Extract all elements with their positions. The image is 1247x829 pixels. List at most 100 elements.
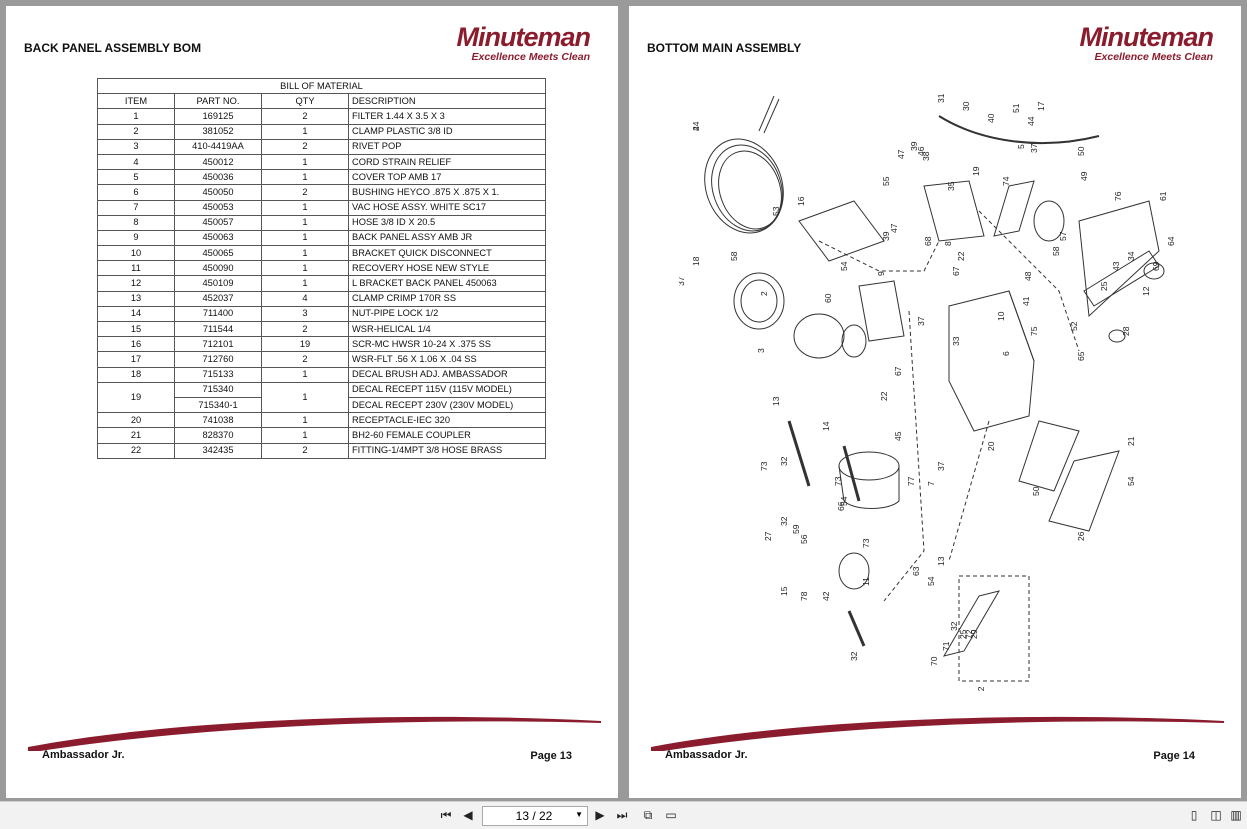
callout-label: 47 xyxy=(896,149,906,159)
cell-part-no: 711400 xyxy=(174,305,262,323)
cell-qty: 2 xyxy=(261,442,349,459)
callout-label: 32 xyxy=(849,651,859,661)
cell-part-no: 711544 xyxy=(174,320,262,338)
book-view-icon[interactable]: ▥ xyxy=(1230,808,1242,822)
cell-qty: 1 xyxy=(261,427,349,444)
callout-label: 37 xyxy=(936,461,946,471)
cell-part-no: 715340 xyxy=(174,381,262,398)
callout-label: 51 xyxy=(1011,103,1021,113)
cell-description: WSR-HELICAL 1/4 xyxy=(348,320,546,338)
footer-model: Ambassador Jr. xyxy=(42,749,125,761)
footer-page-number: Page 13 xyxy=(530,750,572,762)
cell-description: VAC HOSE ASSY. WHITE SC17 xyxy=(348,199,546,216)
cell-part-no: 450036 xyxy=(174,169,262,186)
cell-description: WSR-FLT .56 X 1.06 X .04 SS xyxy=(348,351,546,368)
callout-label: 72 xyxy=(964,629,974,639)
copy-icon[interactable]: ⧉ xyxy=(643,808,653,822)
cell-item: 21 xyxy=(97,427,175,444)
cell-item: 14 xyxy=(97,305,175,323)
page-title: BACK PANEL ASSEMBLY BOM xyxy=(24,41,202,55)
callout-label: 53 xyxy=(771,206,781,216)
callout-label: 58 xyxy=(1051,246,1061,256)
footer-swoosh xyxy=(28,716,601,751)
cell-part-no: 741038 xyxy=(174,412,262,429)
callout-label: 61 xyxy=(1158,191,1168,201)
callout-label: 69 xyxy=(1151,261,1161,271)
cell-part-no: 450090 xyxy=(174,260,262,277)
callout-label: 39 xyxy=(909,141,919,151)
callout-label: 8 xyxy=(943,241,953,246)
bill-of-material-table: BILL OF MATERIAL ITEM PART NO. QTY DESCR… xyxy=(97,77,546,459)
callout-label: 49 xyxy=(1079,171,1089,181)
callout-label: 50 xyxy=(1031,486,1041,496)
cell-qty: 1 xyxy=(261,153,349,171)
cell-qty: 1 xyxy=(261,229,349,247)
cell-qty: 4 xyxy=(261,290,349,307)
cell-item: 4 xyxy=(97,153,175,171)
cell-item: 6 xyxy=(97,184,175,201)
double-page-icon[interactable]: ◫ xyxy=(1210,808,1222,822)
cell-qty: 2 xyxy=(261,320,349,338)
cell-part-no: 715340-1 xyxy=(174,396,262,414)
single-page-icon[interactable]: ▯ xyxy=(1190,808,1198,822)
cell-part-no: 712760 xyxy=(174,351,262,368)
cell-part-no: 450065 xyxy=(174,245,262,262)
callout-label: 32 xyxy=(949,621,959,631)
cell-description: L BRACKET BACK PANEL 450063 xyxy=(348,275,546,292)
callout-label: 24 xyxy=(691,121,701,131)
callout-label: 32 xyxy=(779,456,789,466)
callout-label: 42 xyxy=(821,591,831,601)
callout-label: 6 xyxy=(1001,351,1011,356)
cell-description: BUSHING HEYCO .875 X .875 X 1. xyxy=(348,184,546,201)
page-number-select[interactable]: 13 / 22 ▼ xyxy=(482,806,588,826)
cell-part-no: 169125 xyxy=(174,108,262,125)
cell-qty: 2 xyxy=(261,184,349,201)
cell-item: 19 xyxy=(97,381,175,414)
next-page-icon[interactable]: ▶ xyxy=(595,808,605,822)
cell-qty: 2 xyxy=(261,108,349,125)
cell-part-no: 450050 xyxy=(174,184,262,201)
last-page-icon[interactable]: ⏭ xyxy=(616,808,628,822)
callout-label: 75 xyxy=(1029,326,1039,336)
callout-label: 12 xyxy=(1141,286,1151,296)
footer-swoosh xyxy=(651,716,1224,751)
cell-qty: 1 xyxy=(261,275,349,292)
callout-label: 22 xyxy=(956,251,966,261)
callout-label: 66 xyxy=(836,501,846,511)
cell-item: 10 xyxy=(97,245,175,262)
callout-label: 78 xyxy=(799,591,809,601)
cell-item: 17 xyxy=(97,351,175,368)
footer-page-number: Page 14 xyxy=(1153,750,1195,762)
cell-description: FILTER 1.44 X 3.5 X 3 xyxy=(348,108,546,125)
callout-label: 34 xyxy=(1126,251,1136,261)
prev-page-icon[interactable]: ◀ xyxy=(463,808,473,822)
callout-label: 46 xyxy=(916,146,926,156)
callout-label: 40 xyxy=(986,113,996,123)
callout-label: 52 xyxy=(1069,321,1079,331)
cell-description: RECEPTACLE-IEC 320 xyxy=(348,412,546,429)
callout-label: 60 xyxy=(823,293,833,303)
callout-label: 4 xyxy=(691,126,701,131)
first-page-icon[interactable]: ⏮ xyxy=(440,808,452,822)
callout-label: 32 xyxy=(779,516,789,526)
viewer-toolbar: ⏮ ◀ 13 / 22 ▼ ▶ ⏭ ⧉ ▭ ▯ ◫ ▥ xyxy=(0,801,1247,829)
fit-icon[interactable]: ▭ xyxy=(665,808,677,822)
cell-item: 7 xyxy=(97,199,175,216)
cell-qty: 2 xyxy=(261,138,349,155)
callout-label: 10 xyxy=(996,311,1006,321)
callout-label: 30 xyxy=(961,101,971,111)
callout-label: 15 xyxy=(779,586,789,596)
cell-description: HOSE 3/8 ID X 20.5 xyxy=(348,214,546,231)
